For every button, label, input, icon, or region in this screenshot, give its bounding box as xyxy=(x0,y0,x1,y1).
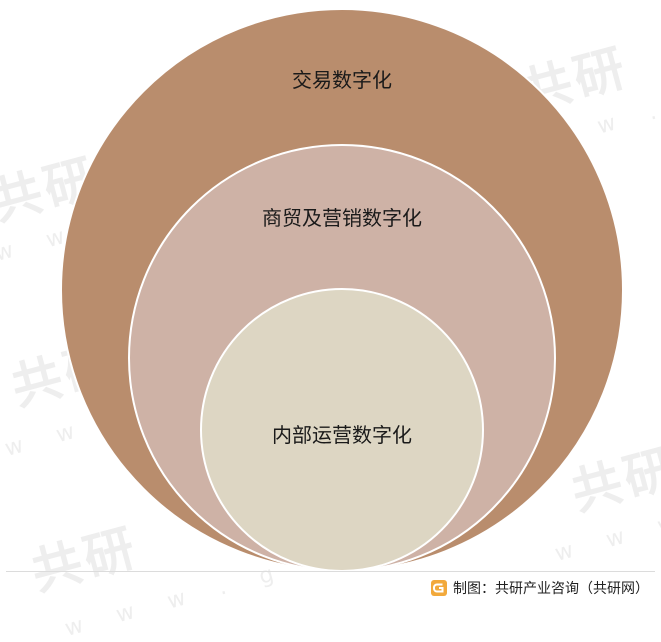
nested-circle-diagram xyxy=(60,8,624,572)
footer-divider xyxy=(6,571,655,572)
inner-circle-label: 内部运营数字化 xyxy=(272,423,412,447)
outer-circle-label: 交易数字化 xyxy=(292,68,392,92)
brand-logo-icon xyxy=(431,580,447,596)
source-text: 制图：共研产业咨询（共研网） xyxy=(453,581,649,597)
middle-circle-label: 商贸及营销数字化 xyxy=(262,206,422,230)
source-footer: 制图：共研产业咨询（共研网） xyxy=(431,576,649,600)
